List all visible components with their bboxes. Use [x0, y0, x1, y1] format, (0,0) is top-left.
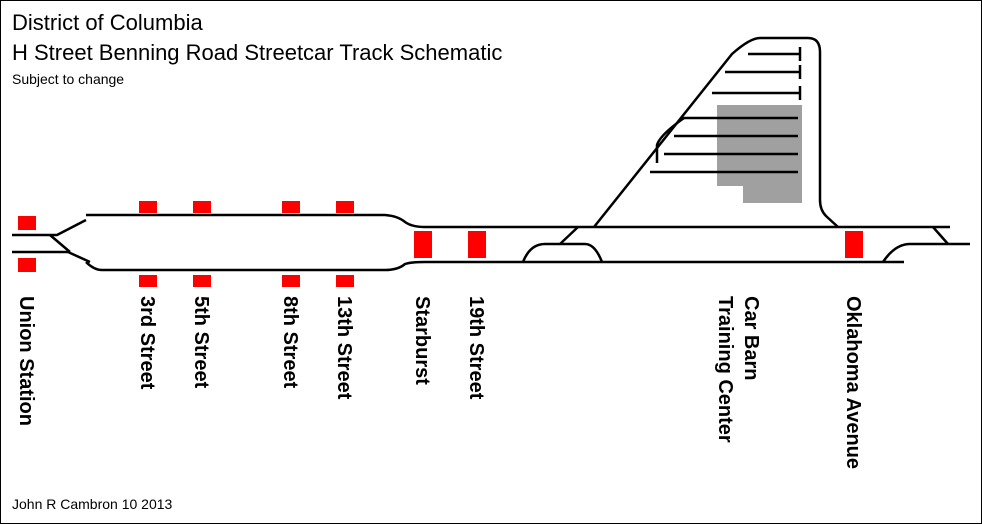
crossover-east: [521, 242, 604, 263]
platform-8th-upper: [282, 201, 300, 213]
crossover-east-diag: [559, 226, 579, 245]
crossover-oklahoma: [932, 226, 949, 245]
platform-union-lower: [18, 258, 36, 272]
label-8th-street: 8th Street: [279, 296, 301, 389]
platform-5th-lower: [193, 275, 211, 287]
credit: John R Cambron 10 2013: [12, 496, 173, 512]
subtitle: Subject to change: [12, 71, 125, 87]
track-oklahoma-end: [881, 242, 970, 263]
label-19th-street: 19th Street: [465, 296, 487, 400]
label-oklahoma-avenue: Oklahoma Avenue: [842, 296, 864, 470]
platform-13th-upper: [336, 201, 354, 213]
platform-5th-upper: [193, 201, 211, 213]
platform-8th-lower: [282, 275, 300, 287]
platform-13th-lower: [336, 275, 354, 287]
title-line-2: H Street Benning Road Streetcar Track Sc…: [12, 40, 503, 65]
track-union-lower: [12, 250, 91, 264]
carbarn-lead-west: [593, 36, 839, 228]
label-13th-street: 13th Street: [333, 296, 355, 400]
label-3rd-street: 3rd Street: [136, 296, 158, 390]
label-training-center: Training Center: [714, 296, 736, 443]
title-line-1: District of Columbia: [12, 10, 203, 35]
platform-3rd-lower: [139, 275, 157, 287]
label-starburst: Starburst: [411, 296, 433, 385]
track-lower-main: [85, 260, 904, 272]
track-upper-main: [86, 213, 950, 229]
label-union-station: Union Station: [15, 296, 37, 426]
platform-oklahoma: [845, 231, 863, 258]
track-union-upper: [12, 218, 87, 237]
label-5th-street: 5th Street: [190, 296, 212, 389]
platform-3rd-upper: [139, 201, 157, 213]
platform-starburst: [414, 231, 432, 258]
label-car-barn: Car Barn: [740, 296, 762, 381]
crossover-union: [49, 234, 71, 253]
carbarn-lead-2: [655, 116, 685, 163]
platform-19th: [468, 231, 486, 258]
platform-union-upper: [18, 216, 36, 230]
